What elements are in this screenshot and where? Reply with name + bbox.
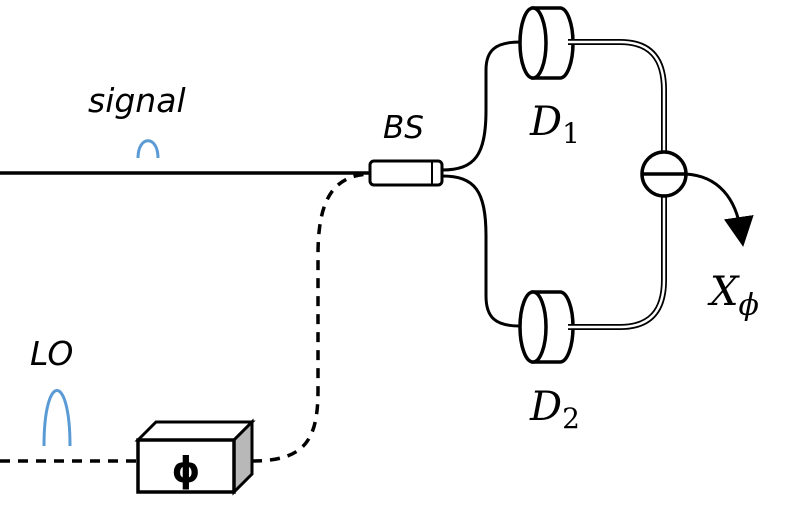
subtractor-icon — [640, 150, 688, 198]
signal-label: signal — [88, 81, 186, 120]
fiber-to-d2 — [441, 174, 521, 328]
d2-label: D2 — [529, 384, 580, 435]
x-phi-label: Xϕ — [707, 269, 759, 323]
lo-label: LO — [30, 334, 73, 373]
lo-pulse — [42, 389, 72, 447]
cable-d1 — [568, 39, 667, 152]
detector-d2-icon — [518, 290, 575, 364]
cable-d2 — [568, 196, 667, 330]
fiber-to-d1 — [441, 40, 521, 172]
output-arrow — [685, 172, 754, 247]
lo-beam-right — [251, 172, 371, 463]
signal-pulse — [136, 139, 160, 159]
d1-label: D1 — [529, 99, 580, 150]
beam-splitter — [368, 159, 444, 187]
phase-shifter-icon — [134, 418, 256, 496]
bs-label: BS — [383, 110, 424, 146]
phase-label: ϕ — [172, 450, 201, 491]
detector-d1-icon — [518, 6, 575, 80]
